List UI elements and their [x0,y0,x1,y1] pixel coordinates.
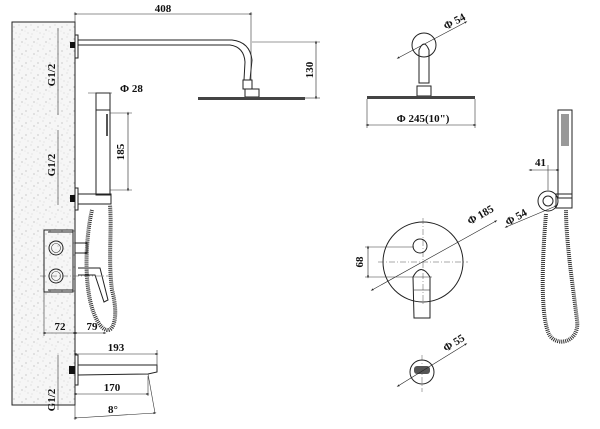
label-41: 41 [535,157,546,169]
dimension-mixer-depth: 72 79 [42,292,107,336]
label-g12-bottom: G1/2 [46,388,58,411]
label-79: 79 [87,321,99,333]
label-g12-middle: G1/2 [46,153,58,176]
shower-arm-side [70,34,305,100]
label-g12-top: G1/2 [46,63,58,86]
label-408: 408 [155,3,172,15]
dimension-arm-length: 408 [73,3,253,80]
dimension-handset-length: 185 [110,111,132,192]
label-8-degree: 8° [108,404,118,416]
label-130: 130 [304,61,316,78]
label-68: 68 [354,256,366,268]
label-170: 170 [104,382,121,394]
label-phi-28: Φ 28 [120,83,143,95]
label-head-diameter: Φ 245(10") [397,113,450,125]
label-72: 72 [55,321,67,333]
spout-front: Φ 55 [396,332,467,392]
dimension-arm-drop: 130 [252,40,320,100]
label-185: 185 [115,143,127,160]
label-plate-diameter: Φ 185 [466,203,497,228]
label-holder-flange-diameter: Φ 54 [504,207,530,229]
label-193: 193 [108,342,125,354]
label-arm-flange-diameter: Φ 54 [442,11,468,33]
spout-side [69,350,158,414]
mixer-body-side [40,229,110,303]
hand-shower-front: 41 Φ 54 [504,109,580,344]
dimension-spout: 193 170 8° [73,342,159,420]
thread-labels: G1/2 G1/2 G1/2 [46,28,59,411]
hand-shower-side [70,92,118,333]
wall-section [11,21,76,406]
dimension-handset-diameter: Φ 28 [88,83,143,95]
mixer-plate-front: Φ 185 68 [354,203,498,319]
shower-head-front: Φ 245(10") Φ 54 [365,11,477,128]
